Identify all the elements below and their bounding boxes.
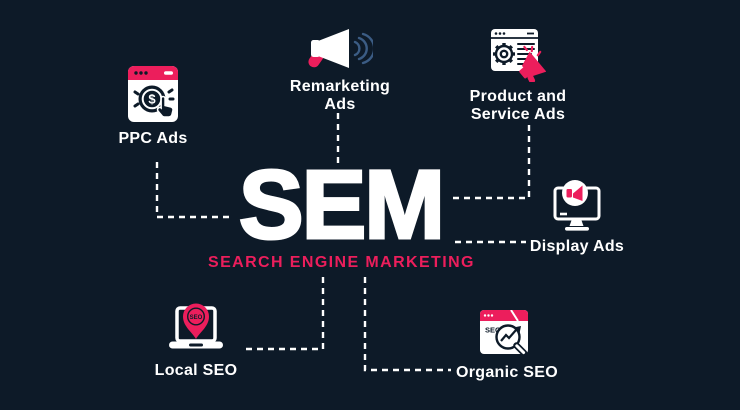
laptop-location-pin-icon: SEO: [169, 303, 223, 349]
browser-seo-growth-icon: SEO: [480, 310, 528, 357]
browser-gear-megaphone-icon: [491, 29, 546, 82]
center-title-block: SEM SEARCH ENGINE MARKETING: [208, 150, 475, 272]
window-seo-text: SEO: [485, 326, 501, 335]
page-subtitle: SEARCH ENGINE MARKETING: [208, 254, 475, 271]
node-local-seo: SEO Local SEO: [137, 299, 255, 380]
node-ppc-ads: $ PPC Ads: [93, 66, 213, 148]
node-organic-seo: SEO Organic SEO: [442, 310, 572, 382]
node-label: Remarketing Ads: [289, 78, 391, 113]
connector-organic-seo: [363, 277, 451, 372]
browser-dollar-click-icon: $: [128, 66, 178, 122]
node-label: Product and Service Ads: [469, 88, 567, 123]
connector-local-seo: [243, 277, 325, 351]
node-label: Display Ads: [529, 238, 625, 255]
svg-text:$: $: [148, 92, 156, 107]
node-label: PPC Ads: [118, 130, 188, 147]
node-label: Organic SEO: [456, 364, 558, 381]
node-display-ads: Display Ads: [517, 180, 637, 256]
page-title: SEM: [237, 150, 446, 259]
node-product-service-ads: Product and Service Ads: [451, 28, 585, 124]
node-remarketing-ads: Remarketing Ads: [273, 28, 407, 114]
pin-seo-text: SEO: [190, 315, 203, 321]
monitor-speaker-icon: [553, 180, 601, 231]
megaphone-icon: [308, 29, 373, 68]
node-label: Local SEO: [154, 362, 238, 379]
